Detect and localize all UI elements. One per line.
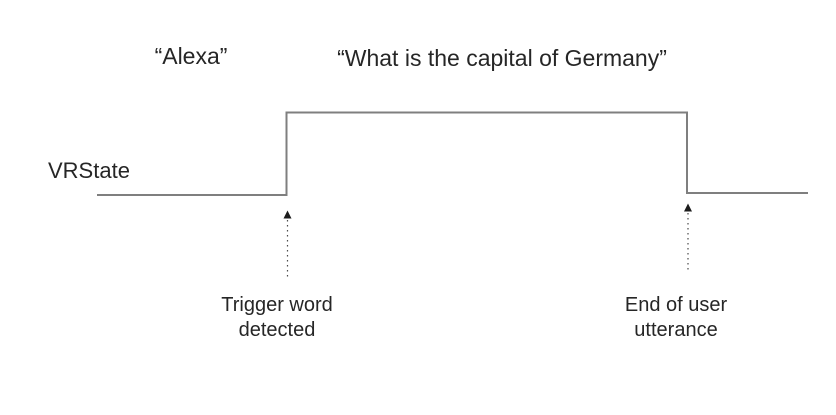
vrstate-signal-polyline (97, 111, 808, 196)
utterance-trigger-word-text: “Alexa” (154, 43, 228, 69)
trigger-detected-label: Trigger word detected (221, 294, 333, 341)
arrow-up-icon (684, 203, 692, 212)
signal-name-label: VRState (48, 158, 130, 183)
end-of-utterance-arrow (684, 203, 692, 273)
utterance-user-query-text: “What is the capital of Germany” (337, 45, 667, 71)
end-of-utterance-label: End of user utterance (624, 294, 728, 341)
trigger-detected-arrow (283, 210, 292, 277)
arrow-up-icon (283, 210, 292, 219)
